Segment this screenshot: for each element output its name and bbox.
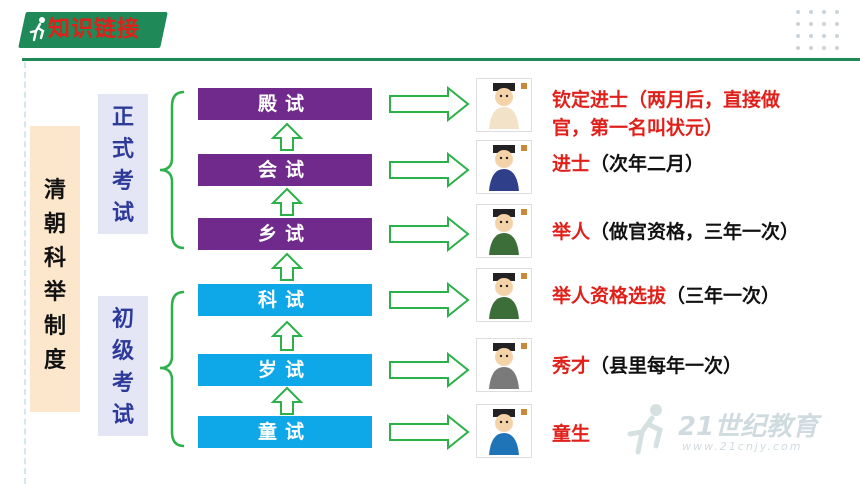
exam-xiangshi: 乡试	[198, 218, 372, 250]
decorative-dot	[809, 46, 813, 50]
up-arrow-icon	[270, 386, 304, 415]
exam-result-suishi: 秀才（县里每年一次）	[552, 355, 743, 377]
right-arrow-icon	[389, 282, 470, 318]
scholar-figure-icon	[476, 338, 532, 392]
runner-watermark-icon	[627, 404, 663, 455]
right-arrow-icon	[389, 414, 470, 450]
scholar-figure-icon	[476, 140, 532, 194]
up-arrow-icon	[270, 122, 304, 151]
exam-result-dianshi: 钦定进士（两月后，直接做 官，第一名叫状元）	[552, 89, 781, 139]
formal-exam-group-box	[98, 94, 148, 234]
right-arrow-icon	[389, 352, 470, 388]
decorative-dot	[835, 46, 839, 50]
up-arrow-icon	[270, 320, 304, 351]
right-arrow-icon	[389, 86, 470, 122]
scholar-figure-icon	[476, 78, 532, 132]
exam-dianshi: 殿试	[198, 88, 372, 120]
up-arrow-icon	[270, 252, 304, 281]
decorative-dot	[835, 22, 839, 26]
decorative-dot	[822, 10, 826, 14]
formal-exam-group-label: 正式考试	[111, 105, 134, 226]
left-dashed-line	[24, 62, 26, 484]
page-title: 知识链接	[48, 17, 141, 42]
decorative-dot	[822, 34, 826, 38]
decorative-dot	[796, 22, 800, 26]
right-arrow-icon	[389, 152, 470, 188]
decorative-dot	[822, 46, 826, 50]
up-arrow-icon	[270, 187, 304, 216]
exam-tongshi: 童试	[198, 416, 372, 448]
scholar-figure-icon	[476, 404, 532, 458]
header-divider	[22, 58, 860, 61]
system-label-box	[30, 126, 80, 412]
initial-group-brace	[159, 290, 185, 448]
decorative-dot	[809, 34, 813, 38]
initial-exam-group-box	[98, 296, 148, 436]
exam-result-xiangshi: 举人（做官资格，三年一次）	[552, 221, 800, 243]
decorative-dot-grid	[796, 10, 846, 54]
scholar-figure-icon	[476, 204, 532, 258]
formal-group-brace	[159, 90, 185, 250]
decorative-dot	[809, 10, 813, 14]
exam-result-huishi: 进士（次年二月）	[552, 153, 705, 175]
decorative-dot	[796, 10, 800, 14]
watermark-brand: 21世纪教育	[678, 412, 819, 442]
system-label: 清朝科举制度	[43, 178, 66, 373]
decorative-dot	[835, 10, 839, 14]
decorative-dot	[809, 22, 813, 26]
decorative-dot	[835, 34, 839, 38]
exam-result-tongshi: 童生	[552, 423, 591, 445]
exam-huishi: 会试	[198, 154, 372, 186]
exam-result-keshi: 举人资格选拔（三年一次）	[552, 285, 781, 307]
watermark-logo: 21世纪教育 www.21cnjy.com	[622, 400, 842, 460]
watermark-url: www.21cnjy.com	[682, 440, 803, 453]
decorative-dot	[796, 34, 800, 38]
running-figure-icon	[29, 17, 45, 42]
exam-keshi: 科试	[198, 284, 372, 316]
decorative-dot	[822, 22, 826, 26]
right-arrow-icon	[389, 216, 470, 252]
exam-suishi: 岁试	[198, 354, 372, 386]
initial-exam-group-label: 初级考试	[111, 307, 134, 428]
decorative-dot	[796, 46, 800, 50]
scholar-figure-icon	[476, 268, 532, 322]
